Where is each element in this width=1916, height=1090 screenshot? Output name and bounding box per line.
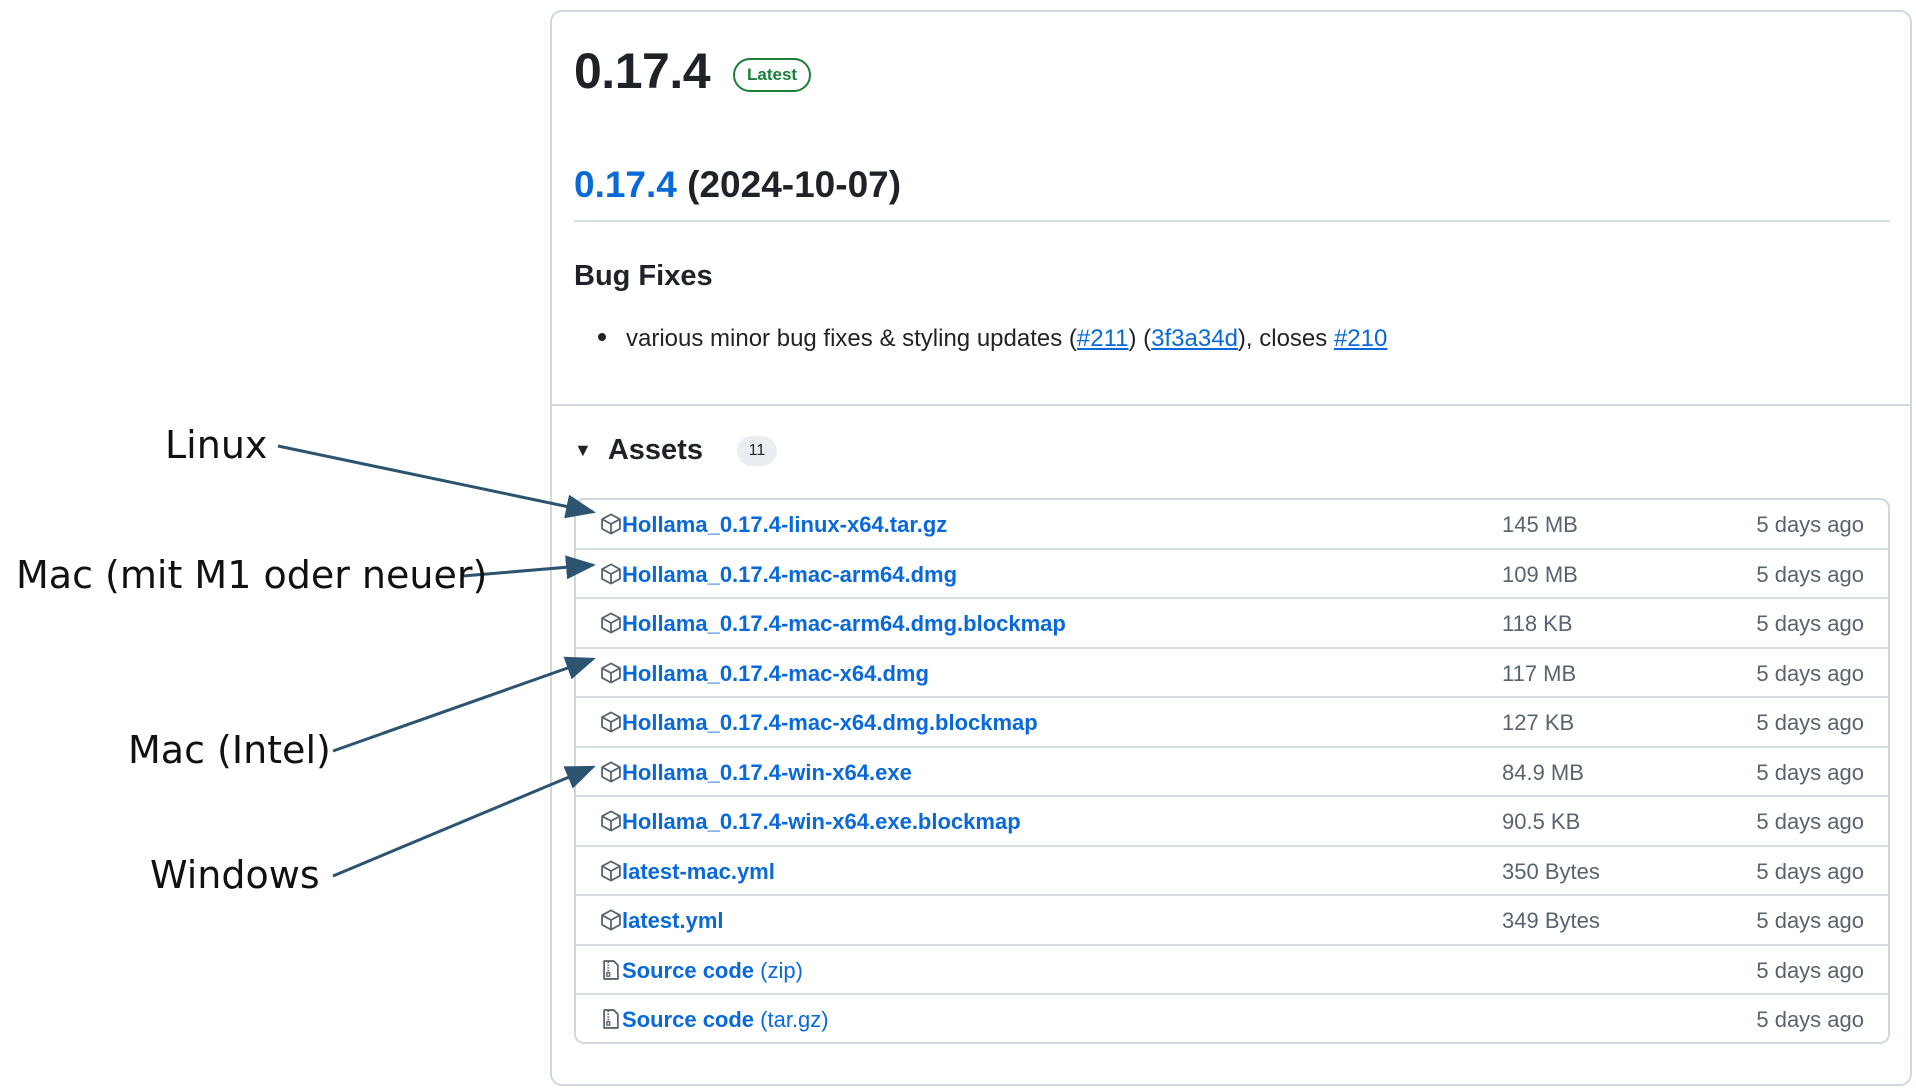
assets-heading: Assets <box>607 434 703 466</box>
asset-date: 5 days ago <box>1756 710 1864 735</box>
release-title: 0.17.4 <box>574 43 711 99</box>
asset-date: 5 days ago <box>1756 660 1864 686</box>
asset-date: 5 days ago <box>1756 858 1864 884</box>
asset-date: 5 days ago <box>1756 908 1864 933</box>
asset-size: 127 KB <box>1502 710 1575 735</box>
asset-link[interactable]: Hollama_0.17.4-win-x64.exe.blockmap <box>622 809 1021 835</box>
asset-link[interactable]: latest.yml <box>622 908 724 934</box>
asset-link[interactable]: Source code (tar.gz) <box>622 1007 829 1033</box>
release-card: 0.17.4 Latest 0.17.4 (2024-10-07) Bug Fi… <box>550 10 1912 1086</box>
asset-size: 350 Bytes <box>1502 858 1600 884</box>
bug-fixes-heading: Bug Fixes <box>574 260 713 292</box>
asset-row: Hollama_0.17.4-linux-x64.tar.gz 145 MB 5 d… <box>576 500 1888 548</box>
asset-link[interactable]: Source code (zip) <box>622 958 803 984</box>
asset-name: Source code <box>622 957 755 983</box>
pr-link[interactable]: #211 <box>1076 325 1129 352</box>
asset-size: 145 MB <box>1502 512 1578 537</box>
asset-date: 5 days ago <box>1756 512 1864 537</box>
annotation-mac-arm: Mac (mit M1 oder neuer) <box>16 553 488 597</box>
asset-archive-type: (tar.gz) <box>754 1007 829 1032</box>
asset-name: Hollama_0.17.4-win-x64.exe.blockmap <box>622 809 1021 834</box>
asset-date: 5 days ago <box>1756 561 1864 587</box>
asset-link[interactable]: Hollama_0.17.4-win-x64.exe <box>622 760 912 786</box>
asset-size: 84.9 MB <box>1502 759 1584 785</box>
asset-row: Hollama_0.17.4-mac-x64.dmg 117 MB 5 days a… <box>576 646 1888 697</box>
file-zip-icon <box>600 1007 622 1031</box>
bullet-text-mid1: ) ( <box>1128 325 1152 352</box>
asset-date: 5 days ago <box>1756 809 1864 834</box>
version-date: (2024-10-07) <box>687 164 902 205</box>
assets-toggle[interactable]: ▼ Assets 11 <box>574 434 777 467</box>
asset-archive-type: (zip) <box>754 957 803 983</box>
asset-name: Source code <box>622 1007 755 1032</box>
bullet-dot <box>598 332 606 341</box>
annotation-windows: Windows <box>150 853 320 897</box>
asset-name: Hollama_0.17.4-linux-x64.tar.gz <box>622 512 948 537</box>
asset-row: latest-mac.yml 350 Bytes 5 days ago <box>576 844 1888 895</box>
asset-name: Hollama_0.17.4-mac-arm64.dmg <box>622 561 958 587</box>
asset-row: latest.yml 349 Bytes 5 days ago <box>576 894 1888 944</box>
heading-divider <box>574 220 1890 222</box>
assets-count-badge: 11 <box>736 435 777 466</box>
asset-row: Hollama_0.17.4-mac-arm64.dmg 109 MB 5 days… <box>576 547 1888 598</box>
package-icon <box>600 512 622 536</box>
package-icon <box>600 809 622 833</box>
asset-link[interactable]: Hollama_0.17.4-mac-arm64.dmg.blockmap <box>622 611 1066 637</box>
package-icon <box>600 908 622 932</box>
package-icon <box>600 760 622 784</box>
asset-row: Hollama_0.17.4-win-x64.exe.blockmap 90.5 … <box>576 795 1888 845</box>
arrow-linux <box>277 444 596 519</box>
bullet-text: various minor bug fixes & styling update… <box>626 325 1077 352</box>
package-icon <box>600 611 622 635</box>
changelog-bullet: various minor bug fixes & styling update… <box>598 325 1387 353</box>
annotation-mac-intel: Mac (Intel) <box>128 728 331 772</box>
asset-link[interactable]: Hollama_0.17.4-mac-arm64.dmg <box>622 562 957 588</box>
package-icon <box>600 859 622 883</box>
asset-name: Hollama_0.17.4-mac-x64.dmg <box>622 660 929 686</box>
asset-size: 109 MB <box>1502 561 1578 587</box>
asset-name: Hollama_0.17.4-mac-x64.dmg.blockmap <box>622 710 1038 735</box>
package-icon <box>600 562 622 586</box>
asset-row: Hollama_0.17.4-win-x64.exe 84.9 MB 5 days … <box>576 745 1888 796</box>
file-zip-icon <box>600 958 622 982</box>
asset-name: latest.yml <box>622 908 724 933</box>
triangle-down-icon: ▼ <box>574 440 592 460</box>
asset-link[interactable]: Hollama_0.17.4-mac-x64.dmg.blockmap <box>622 710 1038 736</box>
annotation-linux: Linux <box>165 423 268 467</box>
asset-name: latest-mac.yml <box>622 858 775 884</box>
package-icon <box>600 661 622 685</box>
package-icon <box>600 710 622 734</box>
bullet-text-mid2: ), closes <box>1237 325 1334 352</box>
assets-list: Hollama_0.17.4-linux-x64.tar.gz 145 MB 5 d… <box>574 498 1890 1044</box>
asset-row: Hollama_0.17.4-mac-x64.dmg.blockmap 127 K… <box>576 696 1888 746</box>
section-divider <box>552 404 1910 406</box>
asset-size: 349 Bytes <box>1502 908 1600 933</box>
asset-name: Hollama_0.17.4-win-x64.exe <box>622 759 912 785</box>
asset-size: 117 MB <box>1502 660 1577 686</box>
asset-row: Hollama_0.17.4-mac-arm64.dmg.blockmap 118… <box>576 597 1888 647</box>
asset-name: Hollama_0.17.4-mac-arm64.dmg.blockmap <box>622 611 1066 636</box>
version-heading: 0.17.4 (2024-10-07) <box>574 164 901 206</box>
asset-row: Source code (zip) 5 days ago <box>576 943 1888 994</box>
issue-link[interactable]: #210 <box>1333 325 1388 352</box>
asset-size: 90.5 KB <box>1502 809 1581 834</box>
asset-link[interactable]: Hollama_0.17.4-mac-x64.dmg <box>622 661 929 687</box>
asset-date: 5 days ago <box>1756 957 1864 983</box>
commit-link[interactable]: 3f3a34d <box>1151 325 1238 352</box>
latest-badge: Latest <box>733 58 812 92</box>
asset-date: 5 days ago <box>1756 759 1864 785</box>
version-link[interactable]: 0.17.4 <box>574 164 677 205</box>
asset-row: Source code (tar.gz) 5 days ago <box>576 993 1888 1042</box>
asset-link[interactable]: Hollama_0.17.4-linux-x64.tar.gz <box>622 512 947 538</box>
asset-date: 5 days ago <box>1756 611 1864 636</box>
asset-link[interactable]: latest-mac.yml <box>622 859 775 885</box>
asset-size: 118 KB <box>1502 611 1573 636</box>
asset-date: 5 days ago <box>1756 1007 1864 1032</box>
